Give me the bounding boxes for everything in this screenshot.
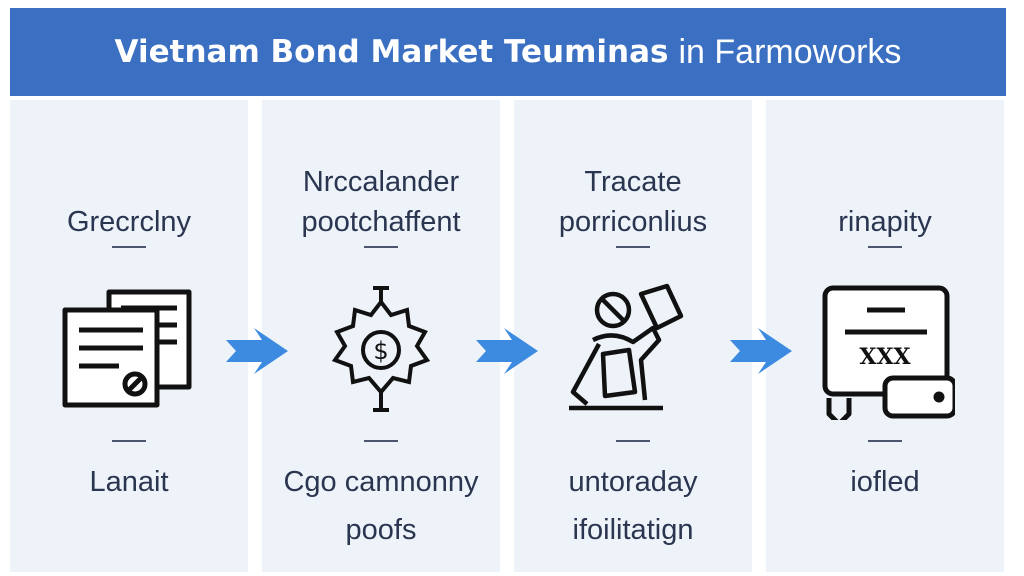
divider (616, 246, 650, 248)
divider (112, 246, 146, 248)
step-panel-2: Nrccalander pootchaffent $ Cgo camnonny po… (262, 100, 500, 572)
step-panel-4: rinapity XXX iofled (766, 100, 1004, 572)
step-3-caption-line-1: untoraday (568, 466, 698, 498)
divider (364, 440, 398, 442)
step-3-caption-line-2: ifoilitatign (572, 514, 694, 546)
divider (364, 246, 398, 248)
title-bold: Vietnam Bond Market Teuminas (114, 34, 669, 70)
step-2-top-label: Nrccalander pootchaffent (262, 142, 500, 242)
arrow-right-icon (730, 328, 792, 374)
step-2-caption-line-1: Cgo camnonny (283, 466, 479, 498)
step-1-title: Grecrclny (66, 206, 192, 238)
step-4-caption: iofled (850, 466, 920, 498)
step-2-caption-line-2: poofs (345, 514, 417, 546)
title-regular: in Farmoworks (678, 32, 902, 71)
arrow-right-icon (226, 328, 288, 374)
svg-text:$: $ (373, 337, 388, 365)
certificate-card-icon: XXX (822, 285, 955, 420)
step-4-bottom-label: iofled (766, 458, 1004, 506)
step-4-top-label: rinapity (766, 142, 1004, 242)
svg-text:XXX: XXX (859, 344, 911, 370)
divider (868, 246, 902, 248)
step-2-title-line-1: Nrccalander (302, 166, 460, 198)
step-3-title-line-2: porriconlius (558, 206, 708, 238)
person-document-icon (569, 283, 684, 411)
step-1-caption: Lanait (89, 466, 169, 498)
dollar-gear-icon: $ (331, 286, 431, 412)
step-panel-3: Tracate porriconlius untoraday ifoilitatig… (514, 100, 752, 572)
step-4-title: rinapity (838, 206, 932, 238)
documents-icon (62, 289, 192, 408)
step-3-bottom-label: untoraday ifoilitatign (514, 458, 752, 554)
step-1-bottom-label: Lanait (10, 458, 248, 506)
arrow-right-icon (476, 328, 538, 374)
title-banner: Vietnam Bond Market Teuminas in Farmowor… (10, 8, 1006, 96)
step-2-title-line-2: pootchaffent (301, 206, 461, 238)
divider (112, 440, 146, 442)
step-1-top-label: Grecrclny (10, 142, 248, 242)
step-2-bottom-label: Cgo camnonny poofs (262, 458, 500, 554)
divider (616, 440, 650, 442)
step-3-title-line-1: Tracate (584, 166, 682, 198)
divider (868, 440, 902, 442)
step-panel-1: Grecrclny Lanait (10, 100, 248, 572)
step-3-top-label: Tracate porriconlius (514, 142, 752, 242)
